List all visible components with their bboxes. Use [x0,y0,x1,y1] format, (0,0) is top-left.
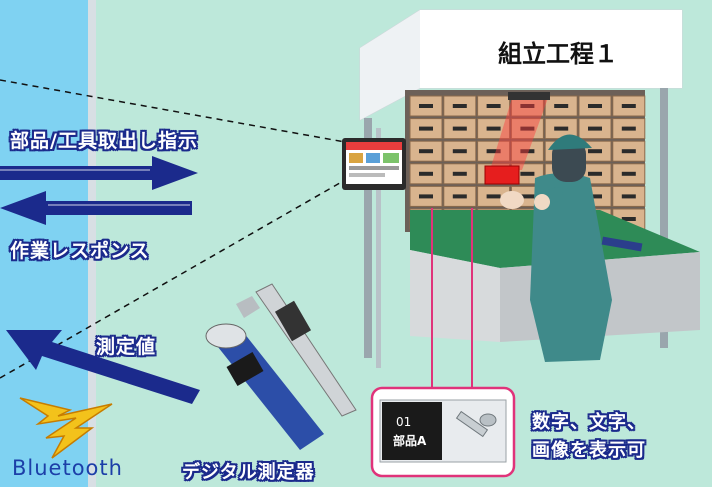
drawer-handle [520,171,535,176]
drawer-handle [554,104,569,108]
highlighted-bin [484,165,520,185]
arrow-measure [6,330,200,404]
arrow-left [0,191,192,225]
shelf-label-part-name: 部品A [393,434,427,448]
drawer-handle [621,171,636,176]
projection-beam [490,98,548,170]
drawer-handle [419,126,433,131]
bluetooth-label: Bluetooth [12,456,123,480]
digital-meter-label: デジタル測定器 [182,462,315,483]
drawer-handle [621,149,636,154]
work-response-label: 作業レスポンス [10,240,150,262]
label-caption-line2: 画像を表示可 [532,440,646,461]
drawer-handle [452,171,467,176]
caliper-icon [236,283,357,417]
drawer-handle [554,126,569,131]
drawer-handle [452,149,467,154]
drawer-handle [452,126,467,131]
drawer-handle [419,194,433,199]
drawer-handle [588,149,602,154]
drawer-handle [520,126,535,131]
drawer-handle [621,217,636,221]
drawer-handle [588,104,602,108]
screw-icon [455,410,497,438]
parts-tools-instruction-label: 部品/工具取出し指示 [10,130,198,152]
drawer-handle [621,126,636,131]
drawer-handle [588,171,602,176]
panel-pole [88,0,96,487]
drawer-handle [520,194,535,199]
drawer-handle [588,126,602,131]
shelf-label-number: 01 [396,415,412,429]
drawer-handle [452,104,467,108]
drawer-handle [486,149,501,154]
drawer-handle [486,126,501,131]
bench-tool-icon [601,236,643,252]
arrow-right [0,156,198,190]
terminal-monitor [342,138,406,190]
drawer-handle [486,104,501,108]
drawer-handle [419,149,433,154]
drawer-handle [520,104,535,108]
projector-icon [508,92,550,100]
station-title: 組立工程１ [498,40,618,68]
measured-value-label: 測定値 [96,336,157,358]
bluetooth-lightning-icon [19,397,113,459]
drawer-handle [588,194,602,199]
drawer-handle [486,194,501,199]
drawer-handle [621,194,636,199]
worker-figure [500,134,612,362]
drawer-handle [452,194,467,199]
drawer-handle [621,104,636,108]
label-caption-line1: 数字、文字、 [532,412,646,433]
signal-arrows [0,156,200,404]
drawer-handle [419,171,433,176]
drawer-handle [419,104,433,108]
torque-wrench-icon [205,323,324,450]
station-signboard [420,10,682,88]
drawer-handle [520,149,535,154]
